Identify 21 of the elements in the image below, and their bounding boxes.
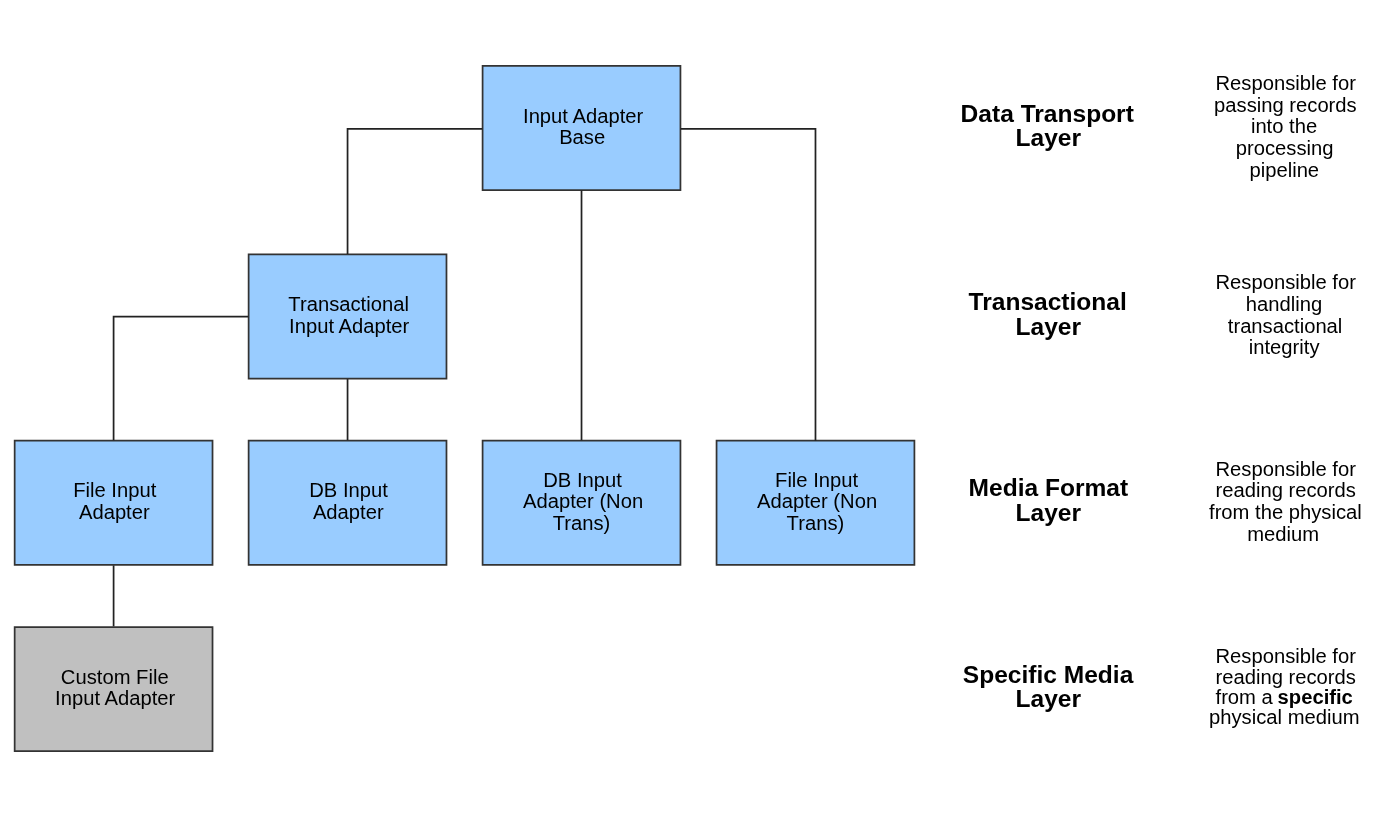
label: Responsible for handling transactional integrity <box>1215 270 1356 358</box>
node-box: File Input Adapter <box>13 439 214 566</box>
label: Media Format Layer <box>968 473 1129 526</box>
connector <box>346 127 484 255</box>
node-box: Custom File Input Adapter <box>13 625 214 752</box>
connector <box>112 315 250 441</box>
connector <box>679 127 817 441</box>
node-box: DB Input Adapter <box>247 439 448 566</box>
node-box: Input Adapter Base <box>481 64 682 191</box>
node-box: DB Input Adapter (Non Trans) <box>481 439 682 566</box>
label: Transactional Layer <box>968 287 1127 340</box>
connector <box>346 377 349 441</box>
node-box: Transactional Input Adapter <box>247 253 448 379</box>
node-box: File Input Adapter (Non Trans) <box>715 439 916 566</box>
label: Responsible for reading records from the physical medium <box>1209 457 1362 545</box>
connector <box>580 189 583 441</box>
label: Responsible for reading records from a specific physical medium <box>1209 644 1360 728</box>
label: Specific Media Layer <box>962 660 1134 712</box>
label: Responsible for passing records into the processing pipeline <box>1214 71 1357 181</box>
connector <box>112 564 115 627</box>
label: Data Transport Layer <box>960 99 1134 151</box>
